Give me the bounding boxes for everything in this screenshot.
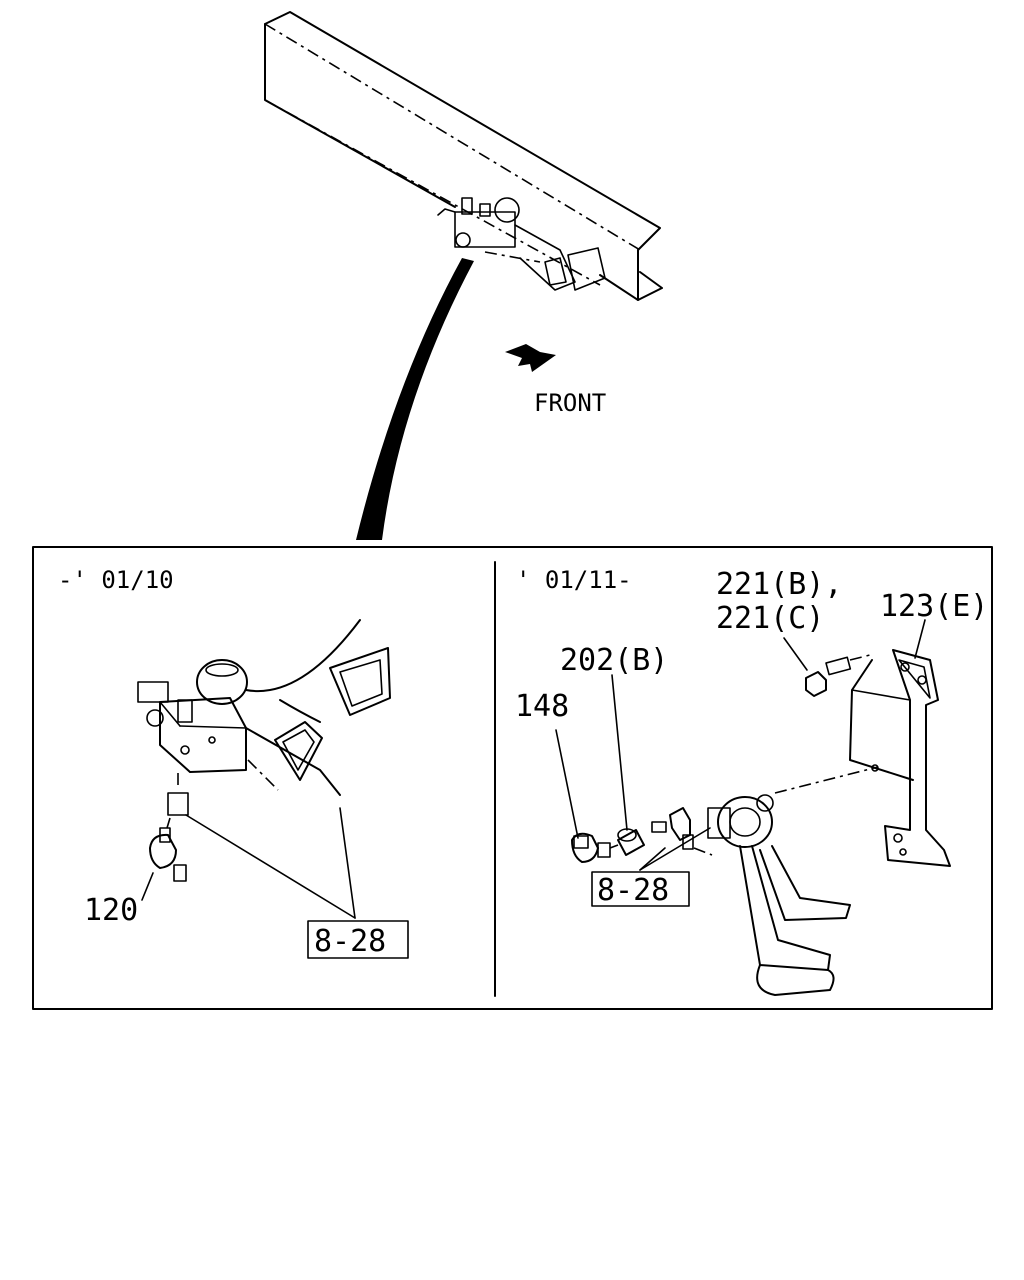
horn-assembly-overview bbox=[437, 197, 606, 291]
panel-right-period: ' 01/11- bbox=[516, 566, 632, 594]
part-120-elbow bbox=[149, 817, 187, 882]
panel-right: ' 01/11- 221(B), 221(C) 123(E) 202(B) 14… bbox=[515, 566, 988, 996]
reference-8-28-right: 8-28 bbox=[591, 827, 711, 908]
reference-8-28-left: 8-28 bbox=[185, 807, 409, 959]
callout-221b: 221(B), bbox=[716, 567, 842, 602]
callout-120: 120 bbox=[84, 893, 138, 928]
connector-fitting bbox=[167, 773, 189, 816]
part-221-bolt bbox=[783, 637, 871, 697]
part-148-elbow bbox=[555, 729, 619, 863]
part-202-sleeve bbox=[611, 674, 645, 856]
fitting-upper bbox=[651, 807, 713, 856]
horn-right bbox=[707, 766, 879, 996]
reference-label-left: 8-28 bbox=[314, 924, 386, 959]
callout-202b: 202(B) bbox=[560, 643, 668, 678]
horn-left bbox=[137, 619, 391, 796]
callout-221c: 221(C) bbox=[716, 601, 824, 636]
frame-rail bbox=[264, 11, 663, 301]
front-label: FRONT bbox=[534, 389, 606, 417]
detail-box bbox=[32, 546, 993, 1010]
callout-148: 148 bbox=[515, 689, 569, 724]
part-123-bracket bbox=[849, 619, 951, 867]
callout-120-leader bbox=[141, 872, 154, 901]
front-arrow-icon bbox=[505, 344, 556, 372]
panel-left-period: -' 01/10 bbox=[58, 566, 174, 594]
panel-left: -' 01/10 bbox=[58, 566, 409, 959]
reference-label-right: 8-28 bbox=[597, 873, 669, 908]
leader-wedge bbox=[356, 258, 474, 540]
callout-123e: 123(E) bbox=[880, 589, 988, 624]
